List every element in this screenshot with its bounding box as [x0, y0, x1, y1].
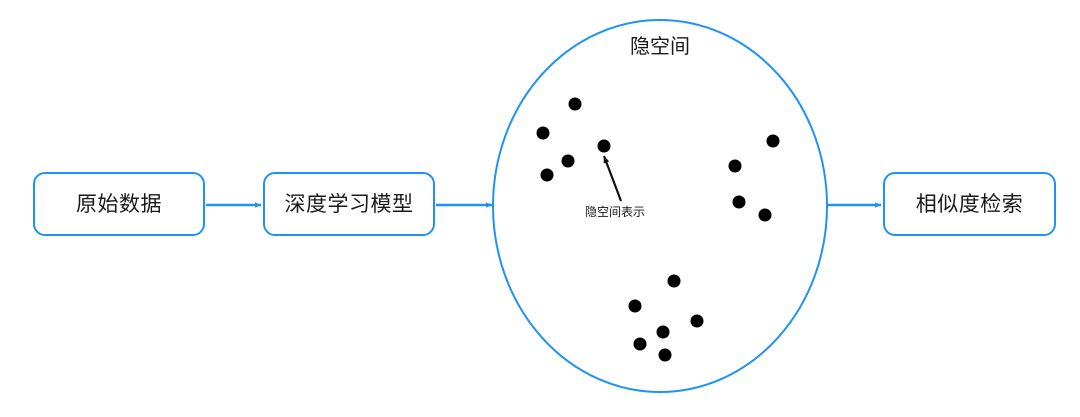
latent-point: [597, 139, 611, 153]
latent-point: [658, 348, 672, 362]
latent-space-title: 隐空间: [630, 36, 690, 58]
latent-point: [732, 195, 746, 209]
annotation-arrow-line: [602, 155, 623, 202]
node-raw-data[interactable]: 原始数据: [33, 172, 205, 236]
annotation-arrow: [602, 155, 623, 202]
latent-point: [568, 97, 582, 111]
latent-point: [758, 208, 772, 222]
latent-point: [728, 159, 742, 173]
node-raw-data-label: 原始数据: [76, 192, 162, 216]
latent-point: [540, 168, 554, 182]
latent-point: [628, 299, 642, 313]
latent-point: [633, 337, 647, 351]
latent-point: [667, 274, 681, 288]
node-deep-learning-model-label: 深度学习模型: [284, 192, 414, 216]
latent-point-cloud: [536, 97, 780, 362]
latent-point: [656, 325, 670, 339]
right-cluster: [728, 134, 780, 222]
bottom-cluster: [628, 274, 704, 362]
latent-point: [766, 134, 780, 148]
latent-point: [690, 314, 704, 328]
node-similarity-retrieval[interactable]: 相似度检索: [883, 172, 1056, 236]
upper-left-cluster: [536, 97, 611, 182]
node-similarity-retrieval-label: 相似度检索: [915, 192, 1024, 216]
node-deep-learning-model[interactable]: 深度学习模型: [263, 172, 435, 236]
latent-point: [536, 126, 550, 140]
latent-point: [561, 154, 575, 168]
annotation-label: 隐空间表示: [584, 205, 645, 219]
